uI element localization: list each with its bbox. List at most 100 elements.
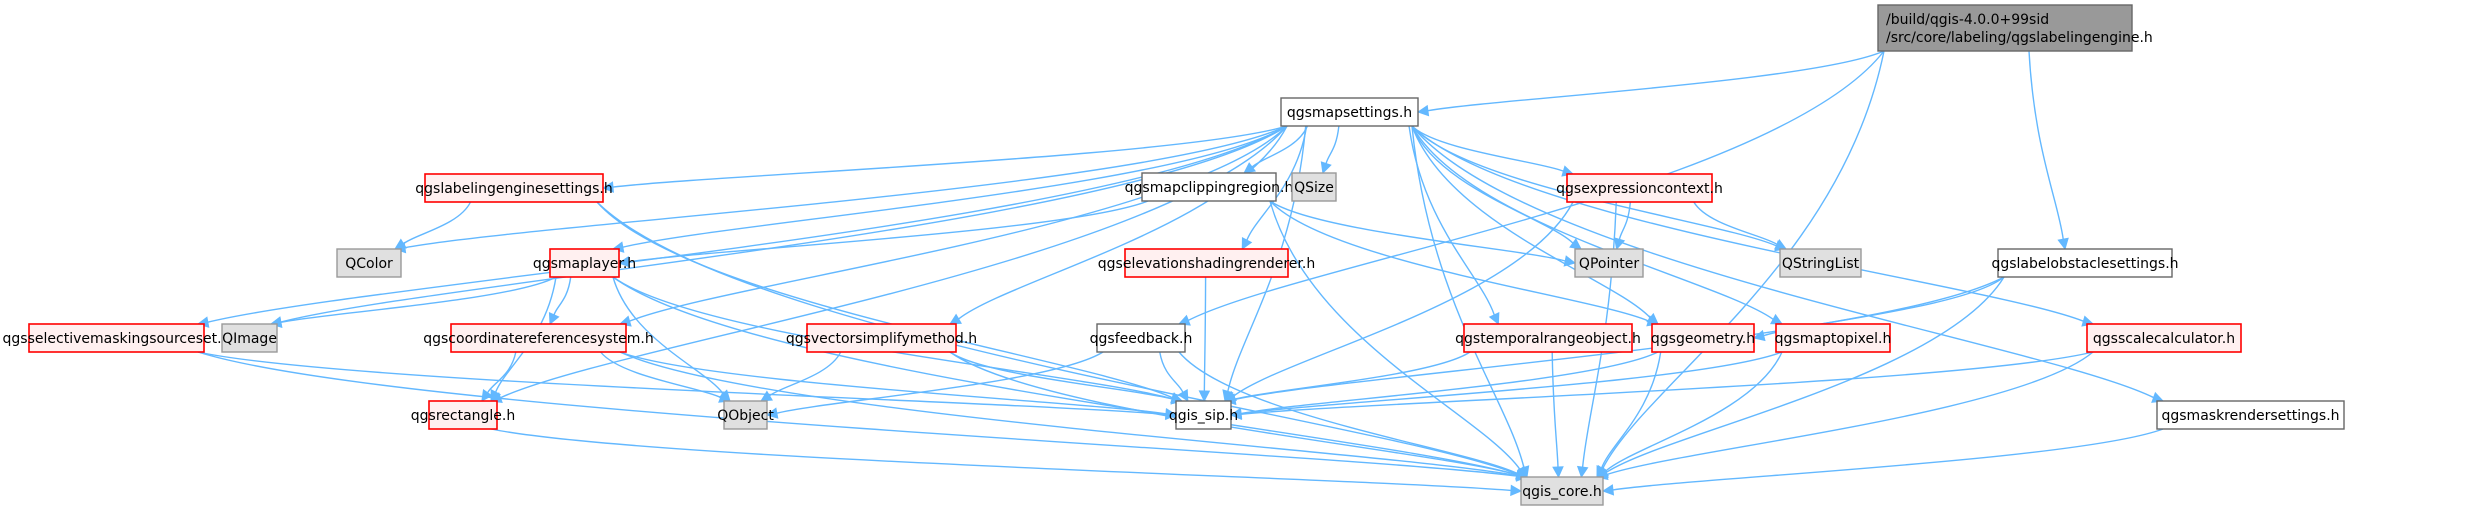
edge-qgsfeedback-to-qgis_core bbox=[1178, 351, 1518, 475]
arrowhead-qgsmaplayer-to-qgscoordinatereferencesystem bbox=[548, 312, 560, 326]
node-qgslabelingenginesettings[interactable]: qgslabelingenginesettings.h bbox=[415, 173, 613, 203]
node-box-qgsmaskrendersettings bbox=[2156, 400, 2345, 430]
edge-qgsmapsettings-to-qgsmaplayer bbox=[622, 125, 1288, 248]
node-label-root: /src/core/labeling/qgslabelingengine.h bbox=[1886, 30, 2153, 46]
node-box-qgslabelingenginesettings bbox=[424, 173, 604, 203]
node-qgstemporalrangeobject[interactable]: qgstemporalrangeobject.h bbox=[1455, 323, 1641, 353]
edge-qgsmaplayer-to-QObject bbox=[612, 276, 724, 395]
node-label-QColor: QColor bbox=[345, 256, 393, 272]
arrowhead-qgsmapsettings-to-qgslabelingenginesettings bbox=[601, 181, 614, 193]
edge-qgsselectivemaskingsourceset-to-qgis_sip bbox=[197, 351, 1167, 416]
node-box-qgis_sip bbox=[1175, 400, 1232, 430]
edge-qgsmapclippingregion-to-QPointer bbox=[1269, 200, 1566, 262]
edge-qgsmapsettings-to-qgsscalecalculator bbox=[1411, 125, 2084, 322]
edge-qgsmaskrendersettings-to-qgis_core bbox=[1612, 428, 2164, 491]
edge-qgsgeometry-to-qgis_sip bbox=[1240, 351, 1659, 415]
edge-qgsmaplayer-to-qgis_core bbox=[612, 276, 1518, 476]
node-box-qgselevationshadingrenderer bbox=[1124, 248, 1289, 278]
node-qgsmaplayer[interactable]: qgsmaplayer.h bbox=[533, 248, 636, 278]
node-label-qgsmaptopixel: qgsmaptopixel.h bbox=[1775, 331, 1892, 347]
edge-qgsmapclippingregion-to-qgsmaplayer bbox=[628, 200, 1149, 263]
node-QPointer: QPointer bbox=[1574, 248, 1644, 278]
node-qgsscalecalculator[interactable]: qgsscalecalculator.h bbox=[2086, 323, 2242, 353]
edge-qgsmapsettings-to-qgsmapclippingregion bbox=[1251, 125, 1308, 168]
edge-qgsscalecalculator-to-qgis_core bbox=[1606, 351, 2094, 476]
node-box-qgsgeometry bbox=[1651, 323, 1755, 353]
edge-qgsmapsettings-to-qgslabelingenginesettings bbox=[612, 125, 1288, 188]
node-label-QObject: QObject bbox=[717, 408, 774, 424]
edge-qgsmaplayer-to-qgscoordinatereferencesystem bbox=[553, 276, 572, 316]
edge-root-to-qgis_core bbox=[1601, 50, 1885, 470]
edge-qgslabelingenginesettings-to-qgis_core bbox=[596, 201, 1518, 475]
node-qgsvectorsimplifymethod[interactable]: qgsvectorsimplifymethod.h bbox=[786, 323, 977, 353]
edge-qgscoordinatereferencesystem-to-qgis_core bbox=[619, 351, 1518, 477]
node-qgsmapclippingregion[interactable]: qgsmapclippingregion.h bbox=[1125, 172, 1294, 202]
edge-qgsmapsettings-to-QSize bbox=[1325, 125, 1340, 164]
arrowhead-qgsmapsettings-to-qgsmapclippingregion bbox=[1243, 162, 1257, 174]
edge-qgsmapsettings-to-qgsselectivemaskingsourceset bbox=[207, 125, 1288, 323]
node-box-qgis_core bbox=[1520, 476, 1604, 506]
edge-qgslabelobstaclesettings-to-qgis_core bbox=[1605, 276, 2005, 474]
node-box-qgstemporalrangeobject bbox=[1463, 323, 1633, 353]
edge-qgsfeedback-to-qgis_sip bbox=[1159, 351, 1184, 393]
edge-qgsmapclippingregion-to-qgsgeometry bbox=[1269, 200, 1649, 322]
node-box-QSize bbox=[1291, 172, 1337, 202]
edge-qgstemporalrangeobject-to-qgis_sip bbox=[1234, 351, 1471, 400]
edge-qgsexpressioncontext-to-QPointer bbox=[1618, 201, 1632, 240]
arrowhead-qgsexpressioncontext-to-qgis_core bbox=[1576, 465, 1589, 479]
arrowhead-qgslabelobstaclesettings-to-qgsgeometry bbox=[1752, 329, 1766, 342]
node-qgsrectangle[interactable]: qgsrectangle.h bbox=[411, 400, 515, 430]
edge-qgsvectorsimplifymethod-to-qgis_core bbox=[949, 351, 1518, 476]
arrowhead-qgsmapsettings-to-QPointer bbox=[1569, 238, 1582, 250]
node-QObject: QObject bbox=[717, 400, 774, 430]
node-qgis_core: qgis_core.h bbox=[1520, 476, 1604, 506]
node-label-qgslabelingenginesettings: qgslabelingenginesettings.h bbox=[415, 181, 612, 197]
node-qgsfeedback[interactable]: qgsfeedback.h bbox=[1090, 323, 1193, 353]
node-qgselevationshadingrenderer[interactable]: qgselevationshadingrenderer.h bbox=[1098, 248, 1315, 278]
node-label-qgis_sip: qgis_sip.h bbox=[1169, 408, 1238, 424]
node-QImage: QImage bbox=[221, 323, 278, 353]
arrowhead-qgsfeedback-to-qgis_sip bbox=[1177, 389, 1189, 402]
node-box-qgsselectivemaskingsourceset bbox=[28, 323, 205, 353]
edge-qgscoordinatereferencesystem-to-QObject bbox=[600, 351, 721, 399]
node-box-qgsmapclippingregion bbox=[1141, 172, 1277, 202]
node-box-qgsvectorsimplifymethod bbox=[806, 323, 957, 353]
edge-qgsexpressioncontext-to-qgis_sip bbox=[1233, 201, 1574, 397]
edge-qgsmapsettings-to-qgsmaskrendersettings bbox=[1411, 125, 2154, 399]
node-qgis_sip[interactable]: qgis_sip.h bbox=[1169, 400, 1238, 430]
node-box-qgsscalecalculator bbox=[2086, 323, 2242, 353]
edge-root-to-qgsfeedback bbox=[1188, 50, 1885, 322]
node-qgsselectivemaskingsourceset[interactable]: qgsselectivemaskingsourceset.h bbox=[3, 323, 231, 353]
node-qgsmaskrendersettings[interactable]: qgsmaskrendersettings.h bbox=[2156, 400, 2345, 430]
node-root[interactable]: /build/qgis-4.0.0+99sid/src/core/labelin… bbox=[1877, 4, 2153, 52]
node-label-qgsvectorsimplifymethod: qgsvectorsimplifymethod.h bbox=[786, 331, 977, 347]
edge-qgsmapsettings-to-qgsexpressioncontext bbox=[1411, 125, 1564, 172]
node-qgsmaptopixel[interactable]: qgsmaptopixel.h bbox=[1775, 323, 1892, 353]
arrowhead-qgsmapclippingregion-to-qgsmaplayer bbox=[617, 256, 631, 268]
edge-qgsmapsettings-to-qgsvectorsimplifymethod bbox=[958, 125, 1288, 320]
edge-qgsexpressioncontext-to-QStringList bbox=[1693, 201, 1778, 246]
edge-qgstemporalrangeobject-to-qgis_core bbox=[1551, 351, 1559, 468]
node-label-qgsfeedback: qgsfeedback.h bbox=[1090, 331, 1193, 347]
edge-qgsgeometry-to-qgis_core bbox=[1600, 351, 1662, 469]
arrowhead-root-to-qgsmapsettings bbox=[1416, 104, 1430, 117]
node-label-QPointer: QPointer bbox=[1579, 256, 1639, 272]
node-label-qgis_core: qgis_core.h bbox=[1522, 484, 1602, 500]
edge-qgselevationshadingrenderer-to-qgis_sip bbox=[1203, 276, 1207, 392]
edge-qgsscalecalculator-to-qgis_sip bbox=[1240, 351, 2094, 415]
node-label-qgselevationshadingrenderer: qgselevationshadingrenderer.h bbox=[1098, 256, 1315, 272]
node-qgsgeometry[interactable]: qgsgeometry.h bbox=[1651, 323, 1755, 353]
node-label-qgsmaskrendersettings: qgsmaskrendersettings.h bbox=[2161, 408, 2339, 424]
node-qgsmapsettings[interactable]: qgsmapsettings.h bbox=[1280, 97, 1419, 127]
node-label-qgsexpressioncontext: qgsexpressioncontext.h bbox=[1556, 181, 1723, 197]
edge-qgsmapsettings-to-qgselevationshadingrenderer bbox=[1246, 125, 1308, 241]
node-box-root bbox=[1877, 4, 2133, 52]
node-box-qgslabelobstaclesettings bbox=[1997, 248, 2173, 278]
node-label-root: /build/qgis-4.0.0+99sid bbox=[1886, 12, 2049, 28]
node-qgscoordinatereferencesystem[interactable]: qgscoordinatereferencesystem.h bbox=[423, 323, 654, 353]
edge-qgsmaplayer-to-QImage bbox=[280, 276, 557, 324]
node-qgslabelobstaclesettings[interactable]: qgslabelobstaclesettings.h bbox=[1991, 248, 2179, 278]
node-label-qgstemporalrangeobject: qgstemporalrangeobject.h bbox=[1455, 331, 1641, 347]
node-qgsexpressioncontext[interactable]: qgsexpressioncontext.h bbox=[1556, 173, 1723, 203]
arrowhead-qgsmaskrendersettings-to-qgis_core bbox=[1601, 484, 1615, 496]
